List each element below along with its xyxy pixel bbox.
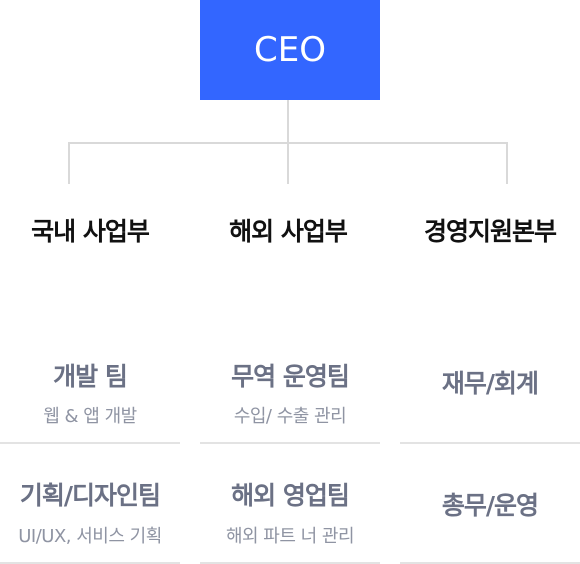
ceo-connector-vertical (287, 100, 289, 142)
divider (200, 562, 380, 564)
ceo-label: CEO (254, 30, 326, 70)
divider (0, 562, 180, 564)
team-description: UI/UX, 서비스 기획 (18, 526, 162, 547)
divider (400, 562, 580, 564)
team-name: 개발 팀 (53, 362, 128, 391)
connector-right-drop (506, 142, 508, 184)
connector-center-drop (287, 142, 289, 184)
team-description: 수입/ 수출 관리 (233, 406, 347, 427)
team-description: 해외 파트 너 관리 (225, 526, 355, 547)
connector-left-drop (68, 142, 70, 184)
team-name: 총무/운영 (441, 491, 539, 520)
division-overseas: 해외 사업부 (229, 217, 348, 246)
team-overseas-sales: 해외 영업팀 해외 파트 너 관리 (200, 444, 380, 564)
team-name: 무역 운영팀 (231, 362, 350, 391)
team-trade-operations: 무역 운영팀 수입/ 수출 관리 (200, 322, 380, 442)
team-name: 기획/디자인팀 (19, 481, 161, 510)
team-planning-design: 기획/디자인팀 UI/UX, 서비스 기획 (0, 444, 180, 564)
division-management-support: 경영지원본부 (423, 217, 557, 246)
team-general-affairs: 총무/운영 (400, 444, 580, 564)
team-name: 재무/회계 (441, 369, 539, 398)
ceo-box: CEO (200, 0, 380, 100)
team-name: 해외 영업팀 (231, 481, 350, 510)
division-domestic: 국내 사업부 (31, 217, 150, 246)
team-finance-accounting: 재무/회계 (400, 322, 580, 442)
divider (0, 442, 180, 444)
divider (400, 442, 580, 444)
team-development: 개발 팀 웹 & 앱 개발 (0, 322, 180, 442)
divider (200, 442, 380, 444)
team-description: 웹 & 앱 개발 (43, 406, 137, 427)
